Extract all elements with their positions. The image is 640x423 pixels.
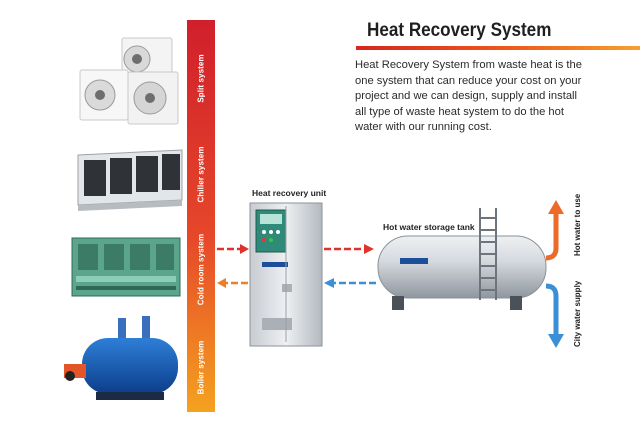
storage-tank-image — [377, 208, 547, 310]
title-underline — [356, 46, 640, 50]
label-hot-water-to-use: Hot water to use — [573, 193, 582, 256]
label-chiller-system: Chiller system — [196, 146, 206, 203]
chiller-system-image — [77, 149, 183, 211]
arrow-city-water-in — [545, 283, 559, 336]
page-title: Heat Recovery System — [367, 20, 552, 41]
label-cold-room-system: Cold room system — [196, 233, 206, 306]
cold-room-system-image — [71, 237, 181, 297]
label-city-water-supply: City water supply — [573, 280, 582, 347]
label-boiler-system: Boiler system — [196, 340, 206, 395]
system-bar — [187, 20, 215, 412]
boiler-system-image — [64, 316, 178, 400]
label-storage-tank: Hot water storage tank — [383, 222, 475, 232]
heat-recovery-unit-image — [249, 202, 323, 347]
label-heat-recovery-unit: Heat recovery unit — [252, 188, 327, 198]
split-system-image — [79, 37, 179, 125]
description-text: Heat Recovery System from waste heat is … — [355, 59, 582, 134]
arrow-hot-water-out — [545, 212, 559, 261]
label-split-system: Split system — [196, 54, 206, 103]
flow-arrows — [217, 200, 564, 348]
